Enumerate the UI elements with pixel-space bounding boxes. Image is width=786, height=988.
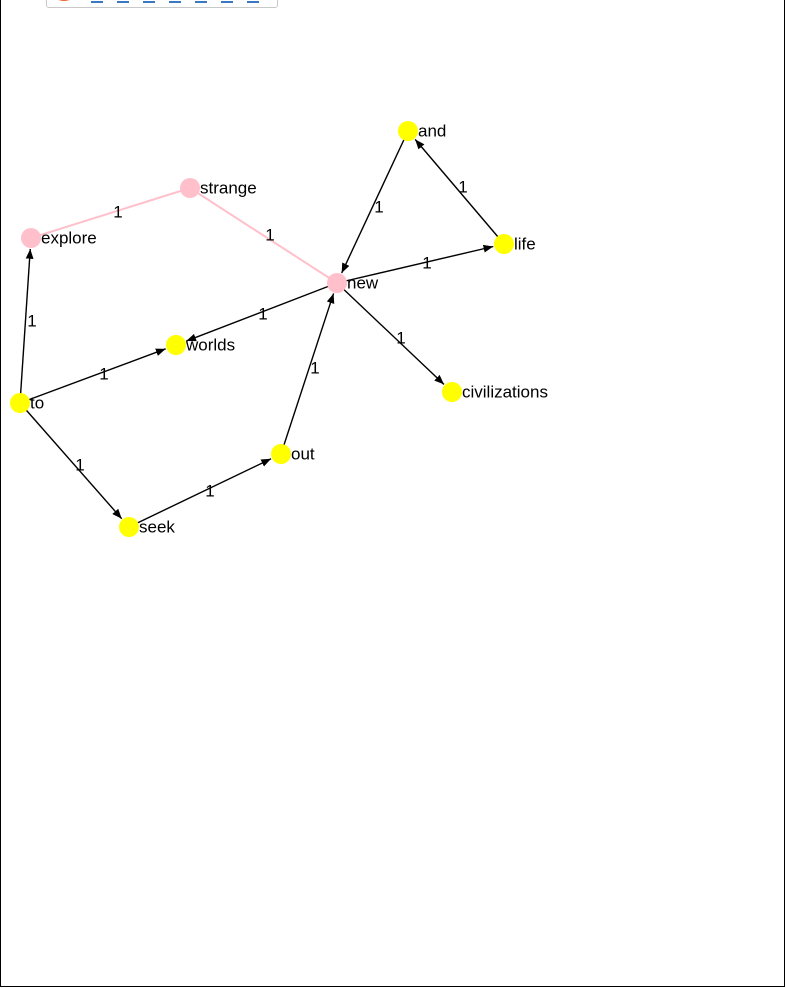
tool-icon[interactable] <box>195 0 207 3</box>
node-out[interactable] <box>271 444 291 464</box>
edge-weight-label: 1 <box>458 177 467 196</box>
edges-layer: 1 1 1 1 1 1 1 1 1 1 1 1 <box>19 130 505 528</box>
node-civilizations[interactable] <box>442 382 462 402</box>
node-label-to: to <box>30 393 44 412</box>
node-label-life: life <box>514 234 536 253</box>
edge-seek-out <box>128 458 272 528</box>
edge-weight-label: 1 <box>258 304 267 323</box>
edge-weight-label: 1 <box>422 253 431 272</box>
edge-weight-label: 1 <box>265 225 274 244</box>
node-label-strange: strange <box>200 178 257 197</box>
edge-out-new <box>280 293 335 455</box>
edge-weight-label: 1 <box>396 328 405 347</box>
edge-explore-strange <box>30 187 191 239</box>
tool-icon[interactable] <box>143 0 155 3</box>
node-and[interactable] <box>398 121 418 141</box>
edge-to-seek <box>19 402 123 520</box>
edge-weight-label: 1 <box>99 364 108 383</box>
node-label-and: and <box>418 121 446 140</box>
edge-to-explore <box>19 248 34 404</box>
node-to[interactable] <box>10 393 30 413</box>
tool-icon[interactable] <box>117 0 129 3</box>
tool-icon[interactable] <box>91 0 103 3</box>
node-label-civilizations: civilizations <box>462 382 548 401</box>
edge-new-life <box>336 244 494 284</box>
node-label-explore: explore <box>41 228 97 247</box>
tool-icon[interactable] <box>169 0 181 3</box>
edge-weight-label: 1 <box>310 358 319 377</box>
node-label-new: new <box>347 273 379 292</box>
edge-strange-new <box>189 187 338 284</box>
edge-weight-label: 1 <box>27 311 36 330</box>
edge-and-new <box>341 130 409 274</box>
edge-life-and <box>414 138 505 245</box>
node-label-out: out <box>291 444 315 463</box>
node-worlds[interactable] <box>166 335 186 355</box>
node-strange[interactable] <box>180 178 200 198</box>
node-explore[interactable] <box>21 228 41 248</box>
node-life[interactable] <box>494 234 514 254</box>
node-label-worlds: worlds <box>185 335 235 354</box>
edge-weight-label: 1 <box>113 202 122 221</box>
node-seek[interactable] <box>119 517 139 537</box>
toolbar[interactable] <box>46 0 278 8</box>
node-label-seek: seek <box>139 517 175 536</box>
node-new[interactable] <box>327 273 347 293</box>
edge-weight-label: 1 <box>374 197 383 216</box>
edge-new-worlds <box>186 282 338 342</box>
edge-weight-label: 1 <box>75 455 84 474</box>
edge-weight-label: 1 <box>205 481 214 500</box>
tool-icon[interactable] <box>221 0 233 3</box>
edge-to-worlds <box>19 348 166 404</box>
tool-icon[interactable] <box>247 0 259 3</box>
nodes-layer: and strange explore life new worlds civilizati… <box>10 121 548 537</box>
edge-new-civilizations <box>336 282 445 385</box>
